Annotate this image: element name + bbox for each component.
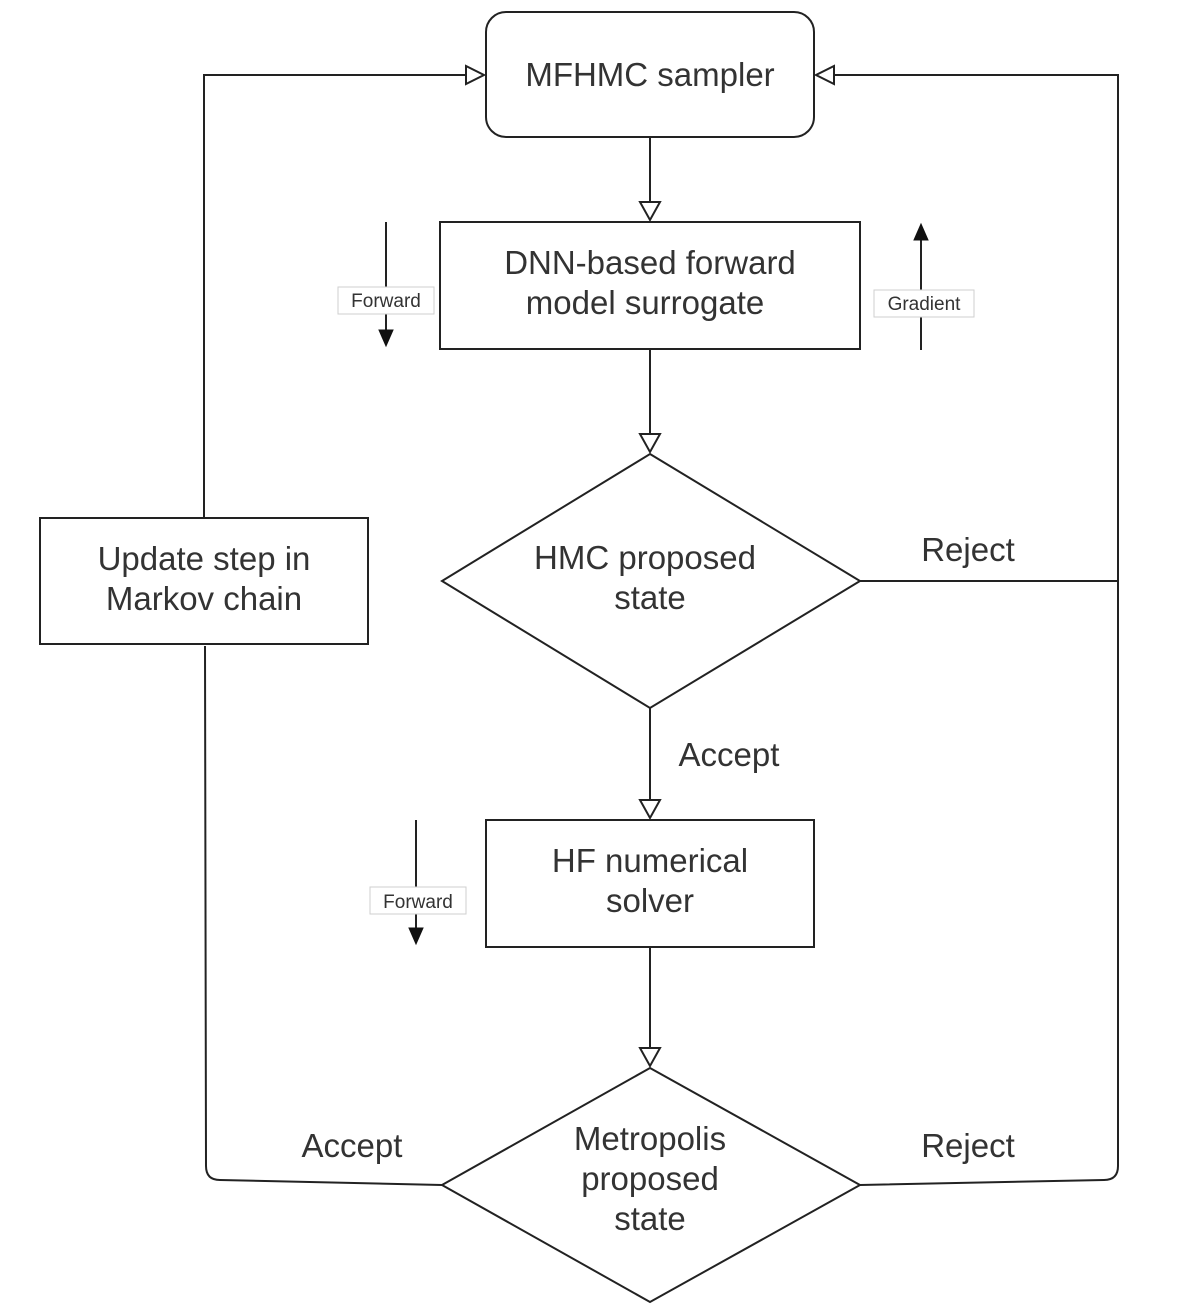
arrowhead-into-solver	[638, 799, 662, 821]
node-mfhmc-sampler: MFHMC sampler	[485, 11, 815, 138]
arrow-down-icon	[408, 927, 424, 946]
node-metropolis-decision: Metropolis proposed state	[439, 1066, 863, 1304]
solver-label-line2: solver	[606, 882, 694, 919]
metropolis-reject-label: Reject	[921, 1127, 1015, 1164]
solver-forward-tag-box	[369, 886, 467, 915]
surrogate-label-line2: model surrogate	[526, 284, 764, 321]
node-hmc-decision: HMC proposed state	[440, 452, 862, 710]
edge-update-to-sampler	[203, 74, 466, 518]
metropolis-label-line2: proposed	[581, 1160, 719, 1197]
update-label-line1: Update step in	[98, 540, 311, 577]
edges	[203, 74, 1119, 1186]
sampler-label: MFHMC sampler	[525, 56, 774, 93]
edge-hmc-reject-to-sampler	[834, 74, 1119, 582]
arrow-down-icon	[378, 329, 394, 348]
node-dnn-surrogate: DNN-based forward model surrogate	[439, 221, 861, 350]
edge-metropolis-reject-to-sampler	[859, 581, 1119, 1186]
sampler-box	[485, 11, 815, 138]
metropolis-diamond	[439, 1066, 863, 1304]
update-label-line2: Markov chain	[106, 580, 302, 617]
arrow-up-icon	[913, 222, 929, 241]
surrogate-label-line1: DNN-based forward	[504, 244, 796, 281]
surrogate-forward-indicator: Forward	[337, 222, 435, 348]
solver-label-line1: HF numerical	[552, 842, 748, 879]
gradient-tag-box	[873, 289, 975, 318]
solver-forward-tag: Forward	[383, 892, 453, 913]
hmc-label-line2: state	[614, 579, 686, 616]
metropolis-accept-label: Accept	[302, 1127, 403, 1164]
edge-metropolis-accept-to-update	[204, 645, 443, 1186]
metropolis-label-line1: Metropolis	[574, 1120, 726, 1157]
arrowhead-into-sampler-right	[813, 64, 835, 86]
arrowhead-into-sampler-left	[465, 64, 487, 86]
arrowhead-into-metropolis	[638, 1047, 662, 1069]
solver-box	[485, 819, 815, 948]
metropolis-label-line3: state	[614, 1200, 686, 1237]
solver-forward-indicator: Forward	[369, 820, 467, 946]
node-hf-solver: HF numerical solver	[485, 819, 815, 948]
update-box	[39, 517, 369, 645]
arrowhead-into-surrogate	[638, 201, 662, 223]
node-update-step: Update step in Markov chain	[39, 517, 369, 645]
arrowhead-into-hmc	[638, 433, 662, 455]
hmc-accept-label: Accept	[679, 736, 780, 773]
surrogate-box	[439, 221, 861, 350]
edge-labels: Reject Accept Accept Reject	[302, 531, 1015, 1164]
surrogate-gradient-indicator: Gradient	[873, 222, 975, 350]
hmc-reject-label: Reject	[921, 531, 1015, 568]
hmc-diamond	[440, 452, 862, 710]
forward-tag-box	[337, 286, 435, 315]
surrogate-gradient-tag: Gradient	[888, 294, 962, 315]
surrogate-forward-tag: Forward	[351, 291, 421, 312]
arrowheads	[465, 64, 835, 1069]
hmc-label-line1: HMC proposed	[534, 539, 756, 576]
